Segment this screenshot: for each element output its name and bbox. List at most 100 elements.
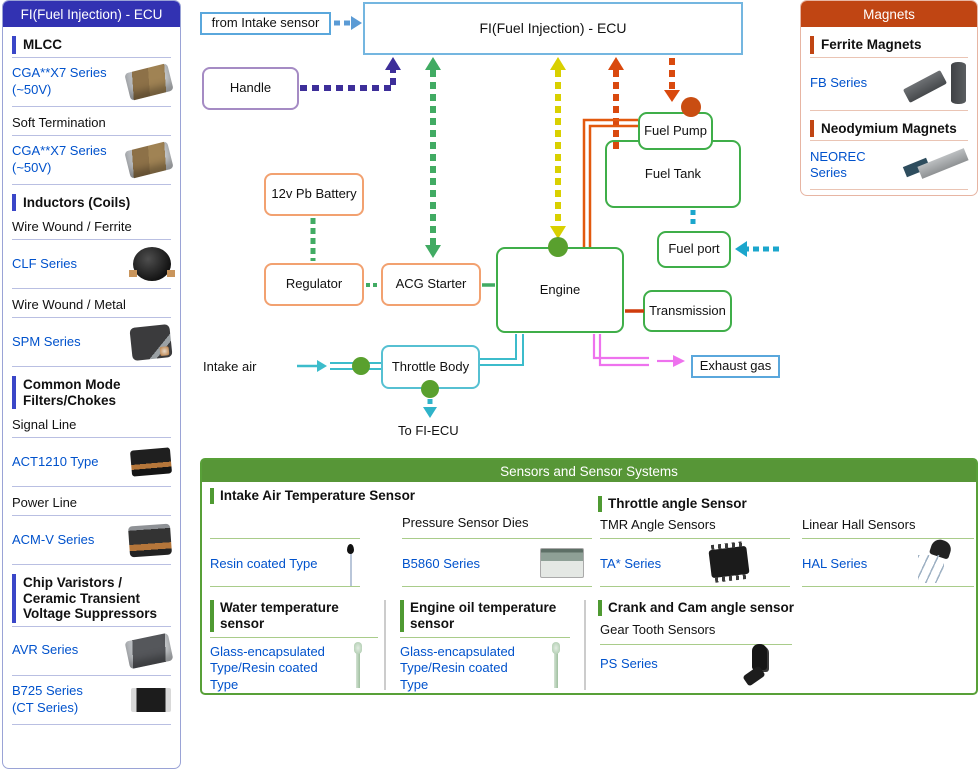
avr-chip-photo	[124, 632, 174, 669]
hal-series-link[interactable]: HAL Series	[802, 556, 868, 571]
section-bar	[12, 36, 16, 54]
pressure-die-photo	[540, 548, 584, 578]
label-soft-termination: Soft Termination	[12, 114, 106, 130]
node-transmission: Transmission	[643, 290, 732, 332]
sidebar-item-cga-x7-1: CGA**X7 Series (~50V)	[12, 56, 174, 107]
label-power-line: Power Line	[12, 495, 78, 511]
section-intake-air-temp: Intake Air Temperature Sensor	[210, 488, 415, 505]
acm-v-photo	[127, 523, 173, 557]
node-throttle-body: Throttle Body	[381, 345, 480, 389]
node-handle: Handle	[202, 67, 299, 110]
section-inductors: Inductors (Coils)	[12, 193, 171, 212]
resin-sensor-photo	[344, 544, 358, 586]
ecu-acg-dashed-arrow	[425, 57, 441, 258]
tmr-chip-photo	[708, 545, 750, 579]
label-pressure-sensor-dies: Pressure Sensor Dies	[402, 515, 529, 530]
mlcc-chip-photo	[124, 140, 174, 179]
sensors-title: Sensors and Sensor Systems	[202, 460, 976, 482]
magnets-panel: Magnets Ferrite Magnets FB Series Neodym…	[800, 0, 978, 196]
section-ferrite-magnets: Ferrite Magnets	[810, 36, 968, 54]
clf-series-link[interactable]: CLF Series	[12, 255, 78, 271]
cga-x7-link[interactable]: CGA**X7 Series (~50V)	[12, 143, 107, 175]
glass-sensor-photo	[352, 642, 364, 688]
glass-sensor-photo	[550, 642, 562, 688]
section-bar	[810, 119, 814, 138]
section-bar	[598, 600, 602, 617]
ta-series-link[interactable]: TA* Series	[600, 556, 662, 571]
label-to-fi-ecu: To FI-ECU	[398, 423, 459, 438]
label-intake-air: Intake air	[203, 359, 257, 374]
node-battery: 12v Pb Battery	[264, 173, 364, 216]
node-regulator: Regulator	[264, 263, 364, 306]
section-water-temp: Water temperature sensor	[210, 600, 339, 633]
ferrite-coil-photo	[129, 247, 175, 282]
sidebar-item-cga-x7-2: CGA**X7 Series (~50V)	[12, 134, 174, 185]
water-glass-type-link[interactable]: Glass-encapsulated Type/Resin coated Typ…	[210, 644, 325, 692]
section-bar	[12, 376, 16, 410]
label-signal-line: Signal Line	[12, 417, 77, 433]
sidebar-item-spm: SPM Series	[12, 317, 173, 368]
section-bar	[12, 193, 16, 212]
intake-sensor-to-ecu-dashed-arrow	[334, 16, 362, 30]
b725-chip-photo	[131, 687, 171, 712]
section-throttle-angle: Throttle angle Sensor	[598, 496, 747, 513]
section-bar	[210, 488, 214, 505]
magnets-title: Magnets	[801, 1, 977, 27]
oil-glass-type-link[interactable]: Glass-encapsulated Type/Resin coated Typ…	[400, 644, 515, 692]
sidebar-fi-ecu-components: FI(Fuel Injection) - ECU MLCC CGA**X7 Se…	[2, 0, 181, 769]
section-engine-oil-temp: Engine oil temperature sensor	[400, 600, 556, 633]
fb-series-link[interactable]: FB Series	[810, 75, 868, 91]
neodymium-magnet-photo	[904, 149, 968, 181]
magnets-item-fb: FB Series	[810, 56, 968, 111]
section-bar	[810, 36, 814, 54]
sidebar-item-clf: CLF Series	[12, 239, 175, 290]
node-from-intake-sensor: from Intake sensor	[200, 12, 331, 35]
section-mlcc: MLCC	[12, 36, 171, 54]
sidebar-item-avr: AVR Series	[12, 625, 174, 676]
label-wire-wound-metal: Wire Wound / Metal	[12, 297, 126, 313]
section-bar	[598, 496, 602, 513]
node-acg-starter: ACG Starter	[381, 263, 481, 306]
label-linear-hall-sensors: Linear Hall Sensors	[802, 517, 916, 532]
sidebar-title: FI(Fuel Injection) - ECU	[3, 1, 180, 27]
act1210-photo	[129, 447, 173, 477]
section-bar	[210, 600, 214, 633]
spm-series-link[interactable]: SPM Series	[12, 333, 81, 349]
ps-series-link[interactable]: PS Series	[600, 656, 658, 671]
section-neodymium-magnets: Neodymium Magnets	[810, 119, 968, 138]
node-engine: Engine	[496, 247, 624, 333]
avr-series-link[interactable]: AVR Series	[12, 642, 79, 658]
section-crank-cam-angle: Crank and Cam angle sensor	[598, 600, 794, 617]
cga-x7-link[interactable]: CGA**X7 Series (~50V)	[12, 65, 107, 97]
fuel-pump-to-ecu-dashed-arrow	[608, 57, 624, 150]
neorec-series-link[interactable]: NEOREC Series	[810, 148, 866, 181]
label-wire-wound-ferrite: Wire Wound / Ferrite	[12, 219, 132, 235]
mlcc-chip-photo	[124, 62, 174, 101]
throttle-engine-air-line	[480, 334, 524, 366]
section-bar	[12, 574, 16, 623]
magnets-item-neorec: NEOREC Series	[810, 140, 968, 191]
intake-air-line	[297, 357, 381, 375]
sidebar-item-act1210: ACT1210 Type	[12, 437, 173, 488]
gear-tooth-sensor-photo	[742, 644, 778, 690]
column-divider	[384, 600, 386, 690]
section-common-mode: Common Mode Filters/Chokes	[12, 376, 171, 410]
acm-v-link[interactable]: ACM-V Series	[12, 531, 95, 547]
ecu-to-fuel-pump-dashed-arrow	[664, 58, 701, 117]
act1210-link[interactable]: ACT1210 Type	[12, 453, 99, 469]
ferrite-magnet-photo	[904, 61, 968, 106]
section-bar	[400, 600, 404, 633]
fuel-port-inlet-dashed-arrow	[735, 241, 779, 257]
ecu-engine-dashed-arrow	[548, 57, 568, 257]
metal-coil-photo	[129, 323, 173, 361]
node-fuel-pump: Fuel Pump	[638, 112, 713, 150]
label-tmr-angle-sensors: TMR Angle Sensors	[600, 517, 716, 532]
b725-series-link[interactable]: B725 Series (CT Series)	[12, 683, 83, 715]
b5860-series-link[interactable]: B5860 Series	[402, 556, 481, 571]
node-exhaust-gas: Exhaust gas	[691, 355, 780, 378]
handle-to-ecu-dashed-arrow	[300, 57, 401, 91]
sidebar-item-acm-v: ACM-V Series	[12, 515, 173, 566]
section-chip-varistors: Chip Varistors / Ceramic Transient Volta…	[12, 574, 171, 623]
resin-coated-type-link[interactable]: Resin coated Type	[210, 556, 318, 571]
